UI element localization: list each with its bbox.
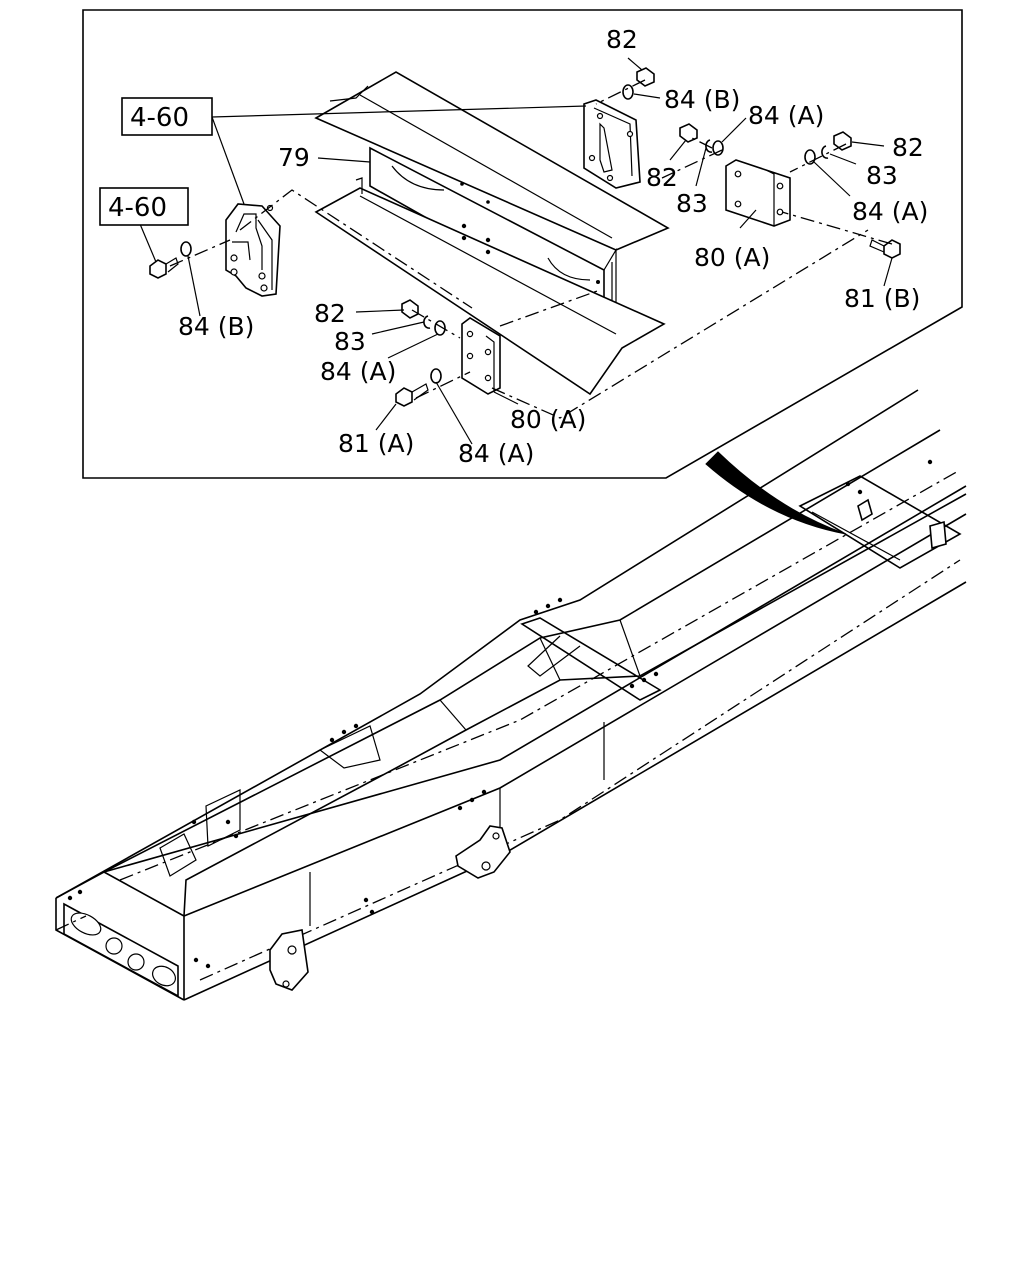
bolt-81b xyxy=(883,239,901,259)
label-84a-upper: 84 (A) xyxy=(748,101,824,130)
label-79: 79 xyxy=(278,143,310,172)
lockwasher-83-right xyxy=(821,145,829,159)
side-rail-far xyxy=(55,389,919,899)
ref-box-upper[interactable] xyxy=(121,97,213,136)
washer-84b-top xyxy=(622,84,634,100)
frame-bracket-upper xyxy=(583,99,641,189)
nut-82-lower xyxy=(401,299,419,319)
spring-hanger-front xyxy=(269,929,309,991)
label-82-right: 82 xyxy=(892,133,924,162)
side-rail-near xyxy=(55,485,967,899)
label-82-top: 82 xyxy=(606,25,638,54)
nut-82-mid xyxy=(679,123,698,143)
label-83-lower: 83 xyxy=(334,327,366,356)
label-83-right: 83 xyxy=(866,161,898,190)
crossmember-rear xyxy=(798,475,962,569)
lockwasher-83-lower xyxy=(423,315,431,329)
frame-bracket-left xyxy=(225,203,281,297)
ref-box-upper-text: 4-60 xyxy=(130,103,189,133)
label-82-mid: 82 xyxy=(646,163,678,192)
label-81b: 81 (B) xyxy=(844,284,920,313)
label-80a-right: 80 (A) xyxy=(694,243,770,272)
label-84a-lower: 84 (A) xyxy=(320,357,396,386)
label-81a: 81 (A) xyxy=(338,429,414,458)
nut-82-right xyxy=(833,131,852,151)
label-84a-bottom: 84 (A) xyxy=(458,439,534,468)
crossmember-79 xyxy=(314,71,670,396)
ref-box-lower[interactable] xyxy=(99,187,189,226)
label-84b-top: 84 (B) xyxy=(664,85,740,114)
label-84b-left: 84 (B) xyxy=(178,312,254,341)
bolt-81a xyxy=(395,387,413,407)
label-82-lower: 82 xyxy=(314,299,346,328)
ref-box-lower-text: 4-60 xyxy=(108,193,167,223)
crossmember-middle xyxy=(520,617,662,701)
angle-bracket-80a-lower xyxy=(461,317,501,395)
assembly-centerlines xyxy=(169,79,893,419)
washer-84b-left xyxy=(180,241,192,257)
washer-84a-upper xyxy=(712,140,724,156)
chassis-frame xyxy=(55,389,967,1001)
callout-labels: 79 82 84 (B) 84 (A) 82 82 83 83 84 (A) 8… xyxy=(178,25,928,468)
spring-hanger-mid xyxy=(455,825,511,879)
angle-bracket-80a-right xyxy=(725,159,791,227)
leader-lines xyxy=(139,57,893,445)
detail-inset-frame xyxy=(82,9,963,479)
label-84a-right: 84 (A) xyxy=(852,197,928,226)
bolt-left xyxy=(149,259,167,279)
label-80a-lower: 80 (A) xyxy=(510,405,586,434)
lockwasher-83-mid xyxy=(705,139,713,153)
label-83-mid: 83 xyxy=(676,189,708,218)
washer-84a-bottom xyxy=(430,368,442,384)
